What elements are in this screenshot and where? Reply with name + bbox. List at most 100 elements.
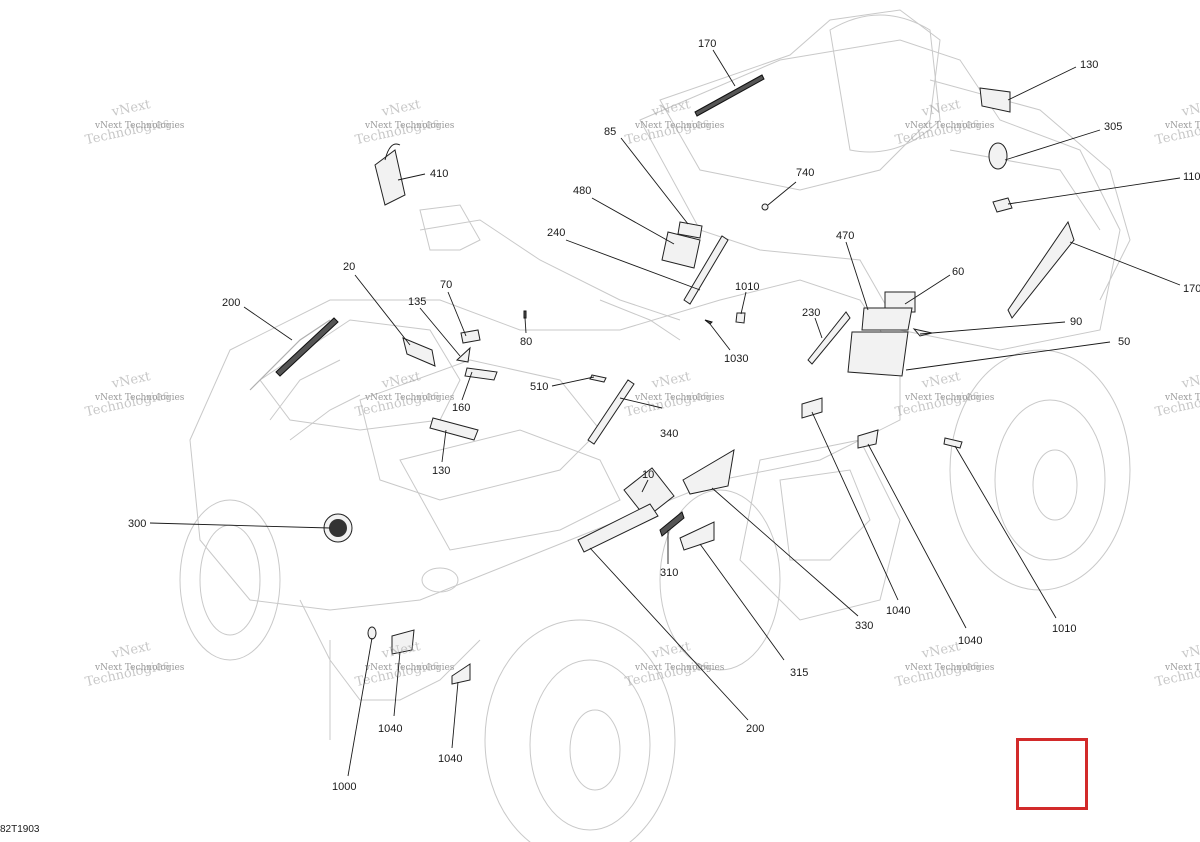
callout-1000: 1000 <box>332 637 373 793</box>
watermark-text-large: vNext <box>920 639 963 662</box>
callout-label: 20 <box>343 261 355 273</box>
watermark-text-large: vNext <box>1180 97 1200 120</box>
callout-130: 130 <box>432 429 450 477</box>
callout-label: 80 <box>520 336 532 348</box>
callout-1030: 1030 <box>709 323 748 365</box>
decal-410 <box>374 149 406 206</box>
watermark-text: vNext Technologies <box>364 121 455 131</box>
watermark-text: vNext Technologies <box>364 663 455 673</box>
callout-label: 60 <box>952 266 964 278</box>
callout-170: 170 <box>1069 241 1200 295</box>
callout-label: 1000 <box>332 781 356 793</box>
watermark-text-large: vNext <box>650 97 693 120</box>
drawing-code: 82T1903 <box>0 824 40 835</box>
decal-1040-d <box>451 663 471 685</box>
decal-60 <box>884 291 916 313</box>
decal-315 <box>679 521 715 551</box>
decal-230 <box>807 311 851 365</box>
decal-80 <box>523 310 527 319</box>
watermark-text: vNext Technologies <box>904 121 995 131</box>
callout-480: 480 <box>573 185 675 245</box>
watermark-text-large: vNext <box>380 639 423 662</box>
decal-340 <box>587 379 635 445</box>
watermark-text-large: vNext <box>1180 369 1200 392</box>
decal-135 <box>455 346 471 363</box>
decal-480 <box>661 231 701 269</box>
callout-label: 1040 <box>958 635 982 647</box>
decal-110 <box>992 197 1013 213</box>
callout-label: 740 <box>796 167 814 179</box>
decal-200-outlander <box>577 503 659 553</box>
callout-label: 85 <box>604 126 616 138</box>
callout-135: 135 <box>408 296 461 357</box>
callout-130: 130 <box>1007 59 1098 101</box>
callout-label: 200 <box>222 297 240 309</box>
callout-label: 1010 <box>735 281 759 293</box>
callout-160: 160 <box>452 371 473 414</box>
callout-label: 310 <box>660 567 678 579</box>
watermark-text-large: vNext <box>920 97 963 120</box>
decal-300-inner <box>329 519 347 537</box>
callout-1040: 1040 <box>378 651 402 735</box>
decal-20 <box>402 337 436 367</box>
watermark-text-large: vNext <box>110 639 153 662</box>
callout-20: 20 <box>343 261 411 346</box>
callout-230: 230 <box>802 307 823 339</box>
callout-label: 1030 <box>724 353 748 365</box>
callout-label: 70 <box>440 279 452 291</box>
callout-80: 80 <box>520 317 532 348</box>
callout-label: 110 <box>1183 171 1200 183</box>
callout-200: 200 <box>222 297 293 341</box>
callout-1040: 1040 <box>811 411 910 617</box>
callout-label: 200 <box>746 723 764 735</box>
decal-200-left <box>275 317 339 377</box>
callout-label: 50 <box>1118 336 1130 348</box>
watermark-text: vNext Technologies <box>1164 663 1200 673</box>
callout-label: 170 <box>1183 283 1200 295</box>
watermark-text-large: vNext <box>1180 639 1200 662</box>
decal-1040-c <box>391 629 415 655</box>
watermark-text-large: vNext <box>380 97 423 120</box>
callout-305: 305 <box>1004 121 1122 161</box>
callout-label: 1040 <box>438 753 462 765</box>
callout-label: 135 <box>408 296 426 308</box>
callout-label: 470 <box>836 230 854 242</box>
callout-label: 510 <box>530 381 548 393</box>
callout-85: 85 <box>604 126 689 225</box>
callout-470: 470 <box>836 230 869 311</box>
watermark-text-large: vNext <box>110 369 153 392</box>
decal-50 <box>847 331 909 377</box>
callout-label: 10 <box>642 469 654 481</box>
decal-470 <box>861 307 913 331</box>
callout-300: 300 <box>128 518 331 530</box>
watermark-text-large: vNext <box>380 369 423 392</box>
decal-740 <box>761 203 769 211</box>
watermark-text: vNext Technologies <box>634 121 725 131</box>
callout-10: 10 <box>641 469 654 493</box>
callout-1010: 1010 <box>735 281 759 315</box>
decals <box>275 74 1075 685</box>
callout-label: 305 <box>1104 121 1122 133</box>
callout-315: 315 <box>699 543 808 679</box>
callout-label: 230 <box>802 307 820 319</box>
callout-1040: 1040 <box>867 443 982 647</box>
decal-1010-top <box>735 312 746 324</box>
callout-label: 130 <box>432 465 450 477</box>
decal-170-top <box>694 74 765 117</box>
decal-330 <box>682 449 735 495</box>
callout-label: 330 <box>855 620 873 632</box>
callout-label: 480 <box>573 185 591 197</box>
watermark-text: vNext Technologies <box>94 121 185 131</box>
callout-label: 130 <box>1080 59 1098 71</box>
decal-90 <box>912 328 933 337</box>
decal-240 <box>683 235 729 305</box>
